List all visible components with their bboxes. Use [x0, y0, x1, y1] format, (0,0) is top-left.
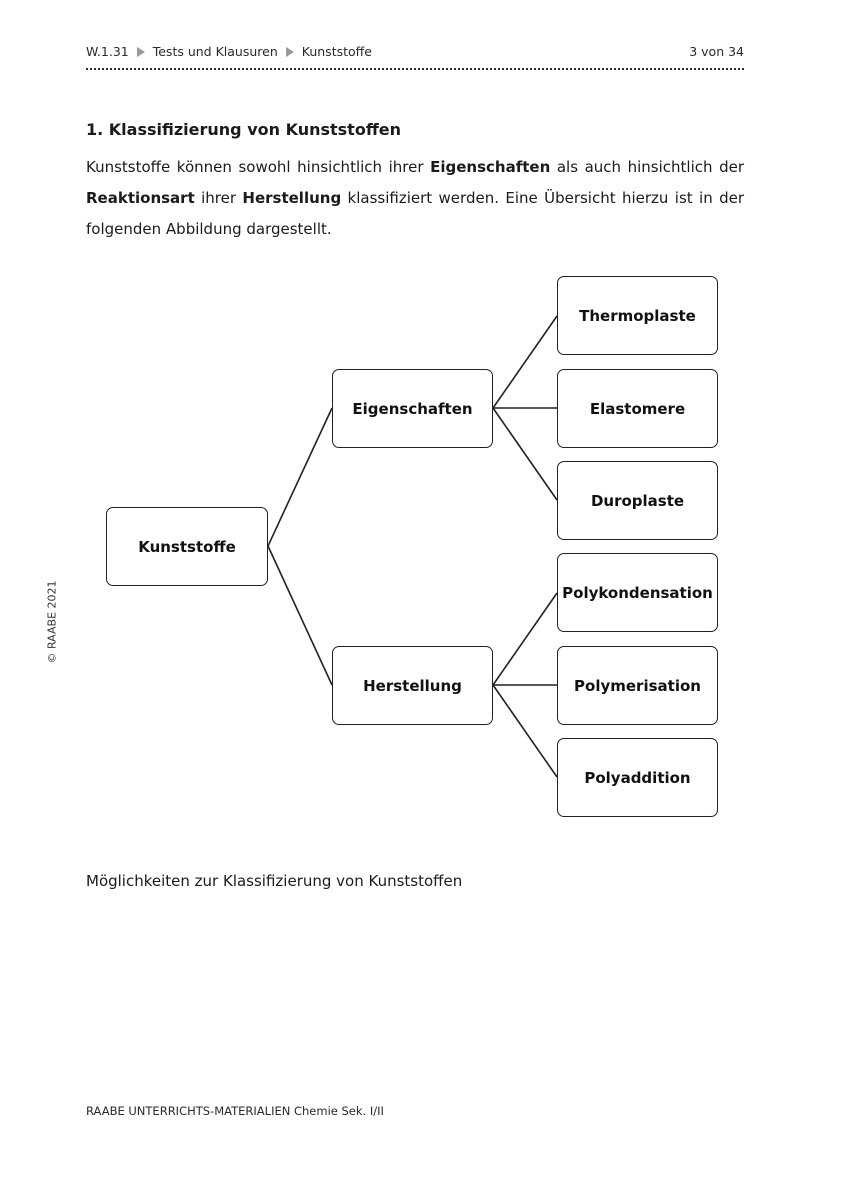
connector-line — [267, 407, 333, 547]
connector-line — [492, 684, 558, 778]
connector-line — [492, 315, 558, 409]
unit-code: W.1.31 — [86, 44, 129, 59]
paragraph-bold-herstellung: Herstellung — [242, 189, 342, 207]
paragraph-bold-reaktionsart: Reaktionsart — [86, 189, 195, 207]
paragraph-text: als auch hinsichtlich der — [550, 158, 744, 176]
section-heading: 1. Klassifizierung von Kunststoffen — [86, 120, 402, 139]
node-kunststoffe: Kunststoffe — [106, 507, 268, 586]
paragraph-bold-eigenschaften: Eigenschaften — [430, 158, 551, 176]
node-elastomere: Elastomere — [557, 369, 718, 448]
node-thermoplaste: Thermoplaste — [557, 276, 718, 355]
breadcrumb-item-kunststoffe: Kunststoffe — [301, 44, 372, 59]
figure-caption: Möglichkeiten zur Klassifizierung von Ku… — [86, 872, 463, 890]
page-number: 3 von 34 — [689, 44, 744, 59]
node-polyaddition: Polyaddition — [557, 738, 718, 817]
intro-paragraph: Kunststoffe können sowohl hinsichtlich i… — [86, 152, 744, 245]
node-eigenschaften: Eigenschaften — [332, 369, 493, 448]
connector-line — [492, 592, 558, 686]
node-polykondensation: Polykondensation — [557, 553, 718, 632]
breadcrumb: W.1.31 Tests und Klausuren Kunststoffe — [86, 44, 372, 59]
connector-line — [267, 545, 333, 686]
node-duroplaste: Duroplaste — [557, 461, 718, 540]
header-divider — [86, 68, 744, 70]
arrow-right-icon — [285, 46, 294, 57]
paragraph-text: Kunststoffe können sowohl hinsichtlich i… — [86, 158, 431, 176]
paragraph-text: ihrer — [194, 189, 243, 207]
copyright-notice: © RAABE 2021 — [45, 580, 59, 664]
connector-line — [492, 407, 558, 501]
page-footer: RAABE UNTERRICHTS-MATERIALIEN Chemie Sek… — [86, 1104, 384, 1118]
paragraph-text: klassifiziert werden. Eine Übersicht hie… — [86, 189, 744, 238]
page-header: W.1.31 Tests und Klausuren Kunststoffe 3… — [86, 41, 744, 63]
node-polymerisation: Polymerisation — [557, 646, 718, 725]
arrow-right-icon — [136, 46, 145, 57]
breadcrumb-item-tests: Tests und Klausuren — [152, 44, 278, 59]
node-herstellung: Herstellung — [332, 646, 493, 725]
